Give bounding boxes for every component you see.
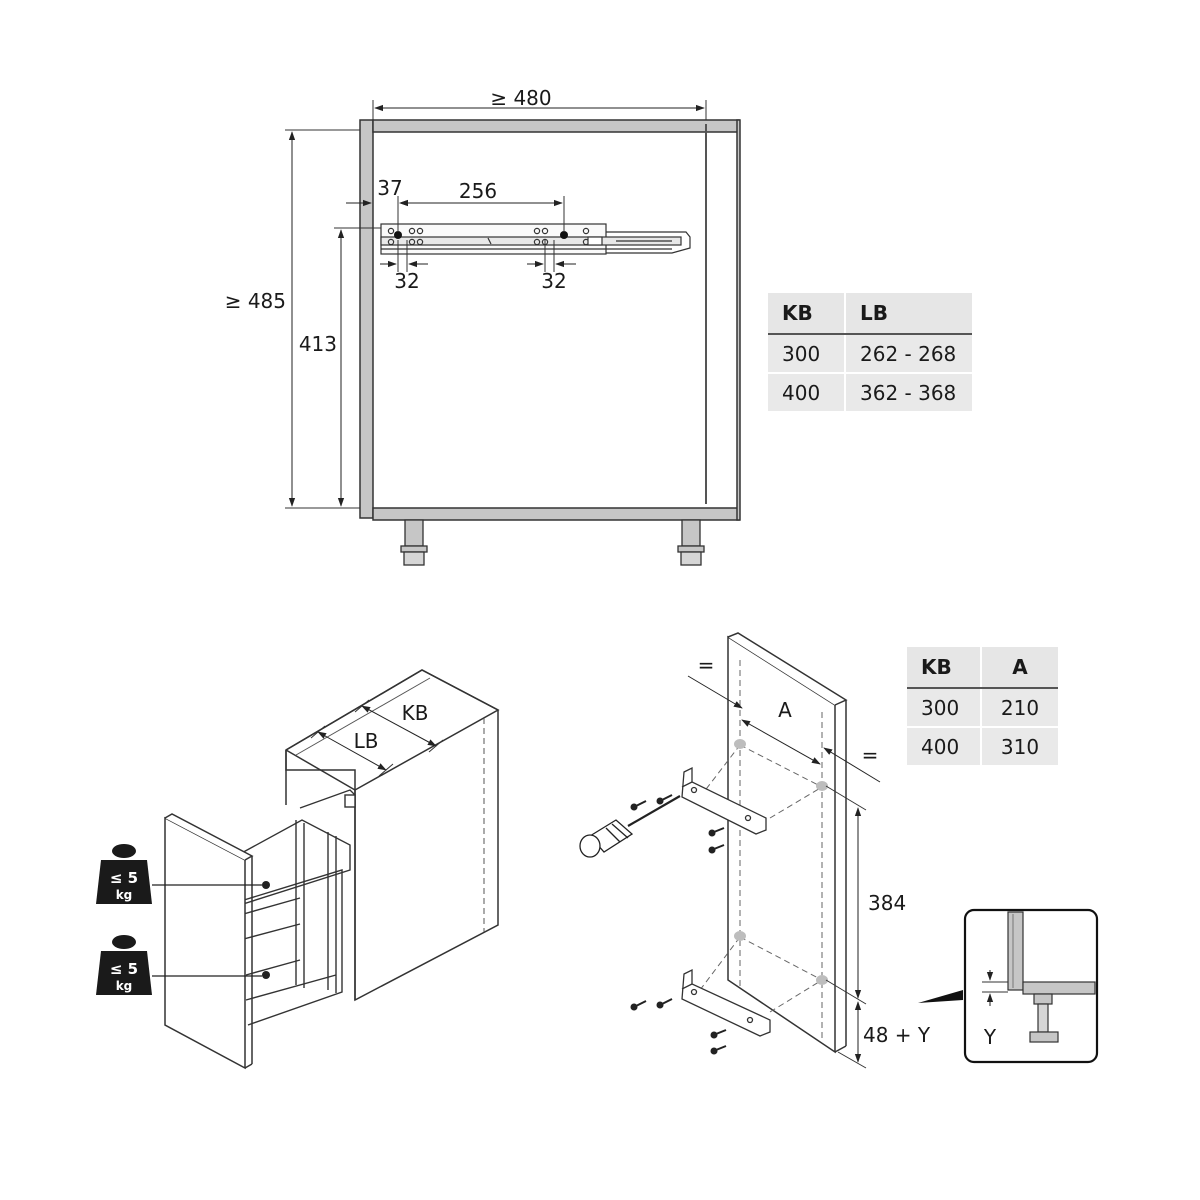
pullout-isometric-view: KB LB ≤ 5 kg ≤ 5 kg — [96, 669, 500, 1070]
table-cell: 300 — [768, 333, 845, 373]
table-kb-a: KB A 300 210 400 310 — [907, 647, 1058, 765]
drawer-runner — [380, 223, 691, 255]
left-hole-pitch-label: 32 — [394, 269, 419, 293]
table-cell: 262 - 268 — [844, 333, 972, 373]
detail-pointer-icon — [918, 990, 963, 1003]
equal-mark-left: = — [698, 653, 715, 677]
table-cell: 210 — [980, 687, 1058, 727]
right-hole-pitch-label: 32 — [541, 269, 566, 293]
a-dimension-line — [741, 719, 821, 765]
mounting-hole-left — [394, 231, 402, 239]
cabinet-foot-left — [400, 519, 428, 566]
table-row: 300 210 — [907, 687, 1058, 727]
detail-y-label: Y — [983, 1025, 997, 1049]
cabinet-body — [285, 669, 499, 1002]
table-kb-lb-header-lb: LB — [844, 293, 972, 335]
mounting-bracket-upper — [681, 766, 767, 835]
table-kb-a-header-a: A — [980, 647, 1058, 689]
table-kb-lb: KB LB 300 262 - 268 400 362 - 368 — [768, 293, 972, 411]
table-cell: 400 — [768, 372, 845, 411]
cabinet-left-panel — [359, 119, 374, 519]
fixing-point — [734, 931, 746, 941]
fixing-point — [816, 781, 828, 791]
pullout-frame — [237, 789, 356, 1026]
weight-limit-lower: ≤ 5 — [110, 960, 138, 978]
mounting-hole-right — [560, 231, 568, 239]
kb-label: KB — [402, 701, 429, 725]
width-label: ≥ 480 — [490, 86, 551, 110]
cabinet-top-panel — [372, 119, 740, 133]
equal-mark-right: = — [862, 743, 879, 767]
cabinet-right-panel — [736, 119, 741, 521]
table-cell: 310 — [980, 726, 1058, 765]
table-kb-lb-header-kb: KB — [768, 293, 845, 335]
pullout-front-panel — [164, 816, 246, 1070]
fixing-point — [734, 739, 746, 749]
shelf-point-lower — [262, 971, 270, 979]
table-cell: 300 — [907, 687, 981, 727]
offset-label: 37 — [377, 176, 402, 200]
table-row: 300 262 - 268 — [768, 333, 972, 373]
weight-unit-upper: kg — [116, 888, 133, 902]
screw-icon — [635, 794, 727, 1051]
screwdriver-icon — [579, 795, 681, 858]
lb-label: LB — [354, 729, 379, 753]
front-panel-mounting-view: = = A 384 48 + Y — [579, 632, 931, 1069]
a-label: A — [778, 698, 792, 722]
weight-unit-lower: kg — [116, 979, 133, 993]
fixing-point — [816, 975, 828, 985]
kb-dimension-line — [361, 705, 437, 747]
cabinet-foot-right — [677, 519, 705, 566]
table-row: 400 310 — [907, 726, 1058, 765]
rail-height-label: 413 — [299, 332, 337, 356]
table-kb-a-header-kb: KB — [907, 647, 981, 689]
shelf-point-upper — [262, 881, 270, 889]
cabinet-bottom-panel — [372, 507, 740, 521]
cabinet-front-view: ≥ 480 ≥ 485 413 37 256 32 32 — [225, 86, 741, 566]
mounting-bracket-lower — [681, 968, 771, 1037]
table-cell: 400 — [907, 726, 981, 765]
hole-spacing-label: 256 — [459, 179, 497, 203]
lb-dimension-line — [317, 731, 387, 771]
spacing-label: 384 — [868, 891, 906, 915]
height-label: ≥ 485 — [225, 289, 286, 313]
weight-limit-upper: ≤ 5 — [110, 869, 138, 887]
detail-y-box: Y — [918, 908, 1099, 1064]
table-cell: 362 - 368 — [844, 372, 972, 411]
weight-icon: ≤ 5 kg — [96, 844, 152, 904]
weight-icon: ≤ 5 kg — [96, 935, 152, 995]
table-row: 400 362 - 368 — [768, 372, 972, 411]
bottom-label: 48 + Y — [863, 1023, 931, 1047]
